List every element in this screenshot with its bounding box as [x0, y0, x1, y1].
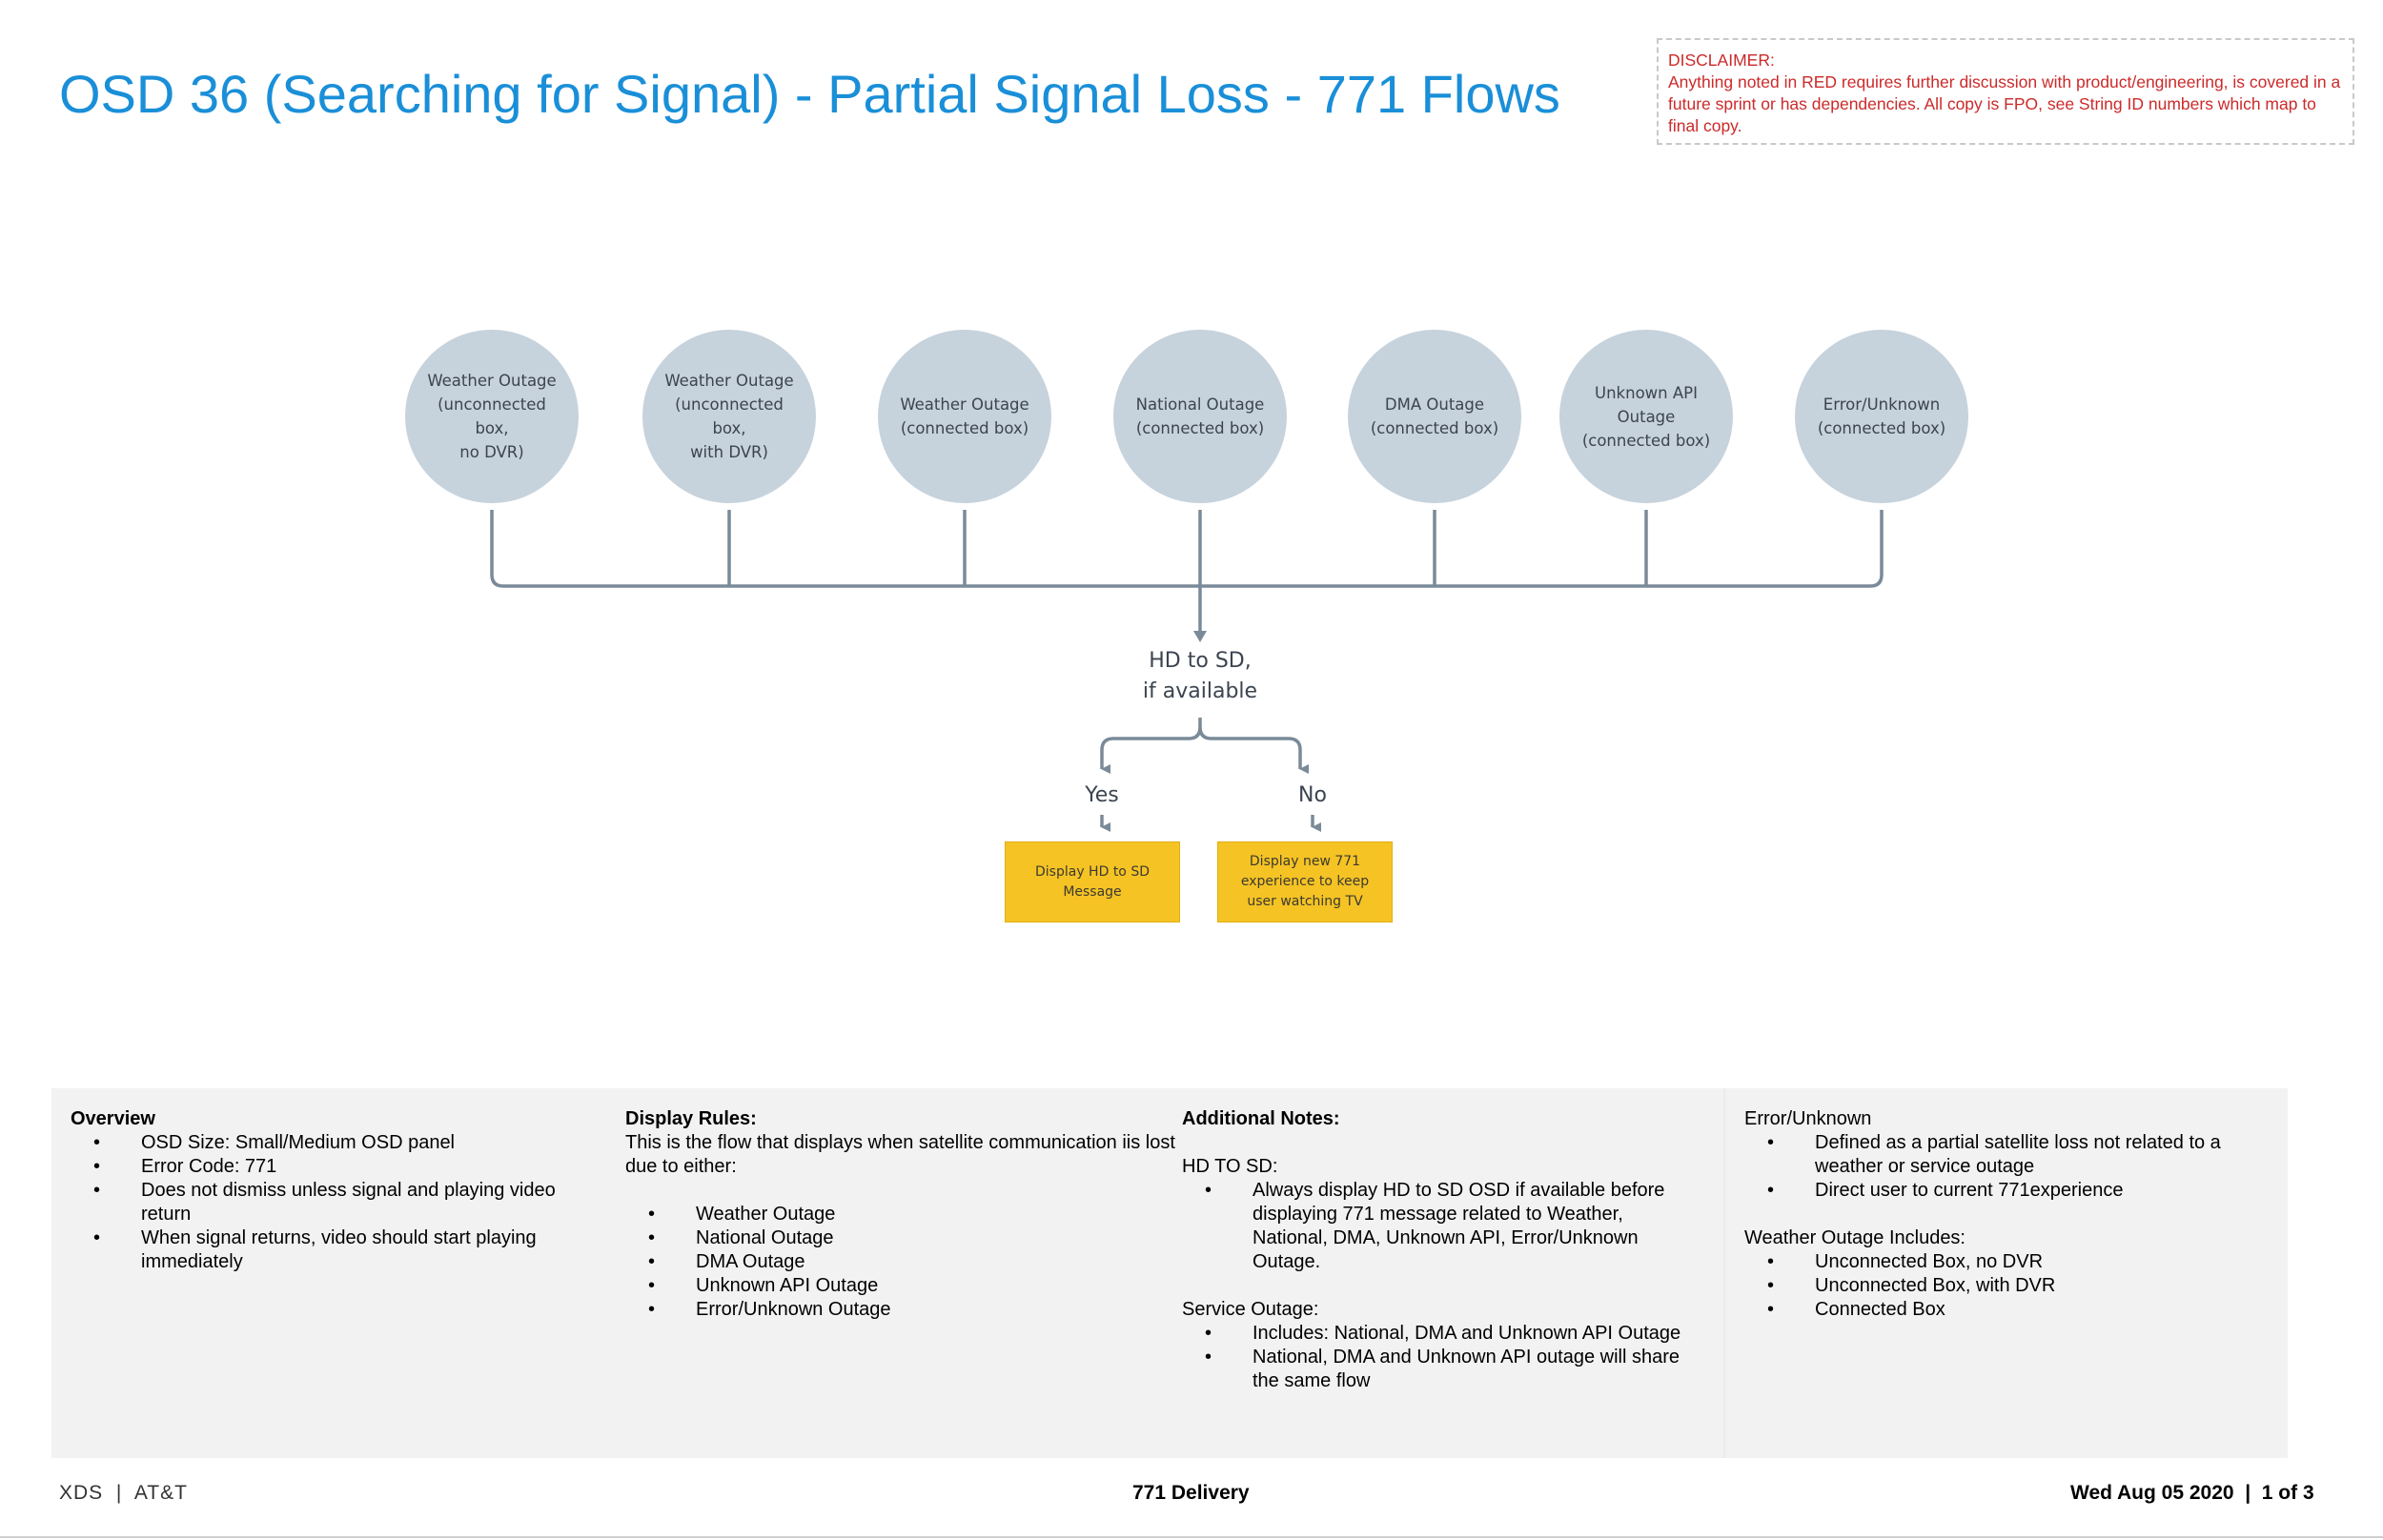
list-item: Does not dismiss unless signal and playi… [93, 1179, 585, 1226]
overview-list: OSD Size: Small/Medium OSD panel Error C… [71, 1131, 585, 1274]
spacer [1182, 1274, 1697, 1298]
footer-right: Wed Aug 05 2020 | 1 of 3 [2070, 1482, 2314, 1504]
list-item: OSD Size: Small/Medium OSD panel [93, 1131, 585, 1155]
hd-to-sd-list: Always display HD to SD OSD if available… [1182, 1179, 1697, 1274]
node-weather-outage-unconnected-no-dvr: Weather Outage (unconnected box, no DVR) [405, 330, 579, 503]
error-unknown-column: Error/Unknown Defined as a partial satel… [1744, 1107, 2278, 1322]
hd-to-sd-heading: HD TO SD: [1182, 1156, 1278, 1177]
list-item: Error Code: 771 [93, 1155, 585, 1179]
display-rules-heading: Display Rules: [625, 1108, 757, 1129]
list-item: When signal returns, video should start … [93, 1226, 585, 1274]
node-weather-outage-connected: Weather Outage (connected box) [878, 330, 1051, 503]
node-national-outage: National Outage (connected box) [1113, 330, 1287, 503]
result-display-hd-to-sd: Display HD to SD Message [1005, 841, 1180, 922]
list-item: Includes: National, DMA and Unknown API … [1205, 1322, 1697, 1346]
node-weather-outage-unconnected-with-dvr: Weather Outage (unconnected box, with DV… [642, 330, 816, 503]
yes-label: Yes [1085, 783, 1119, 807]
spacer [1744, 1203, 2278, 1226]
additional-notes-column: Additional Notes: HD TO SD: Always displ… [1182, 1107, 1697, 1393]
source-connectors [490, 510, 1884, 631]
footer-center: 771 Delivery [1132, 1482, 1250, 1504]
footer-left: XDS | AT&T [59, 1482, 188, 1504]
additional-notes-heading: Additional Notes: [1182, 1108, 1340, 1129]
page-title: OSD 36 (Searching for Signal) - Partial … [59, 64, 1560, 124]
list-item: Unconnected Box, with DVR [1767, 1274, 2278, 1298]
column-separator [1723, 1088, 1725, 1458]
display-rules-intro: This is the flow that displays when sate… [625, 1132, 1175, 1177]
weather-outage-includes-heading: Weather Outage Includes: [1744, 1227, 1965, 1248]
list-item: National Outage [648, 1226, 1197, 1250]
error-unknown-list: Defined as a partial satellite loss not … [1744, 1131, 2278, 1203]
list-item: Unconnected Box, no DVR [1767, 1250, 2278, 1274]
node-dma-outage: DMA Outage (connected box) [1348, 330, 1521, 503]
list-item: Direct user to current 771experience [1767, 1179, 2278, 1203]
spacer [1182, 1131, 1697, 1155]
weather-outage-includes-list: Unconnected Box, no DVR Unconnected Box,… [1744, 1250, 2278, 1322]
flow-diagram: Weather Outage (unconnected box, no DVR)… [405, 330, 1968, 922]
no-label: No [1298, 783, 1327, 807]
decision-hd-to-sd: HD to SD, if available [1142, 649, 1258, 703]
display-rules-column: Display Rules: This is the flow that dis… [625, 1107, 1197, 1322]
footer-rule [0, 1536, 2383, 1538]
service-outage-heading: Service Outage: [1182, 1299, 1319, 1320]
node-error-unknown: Error/Unknown (connected box) [1795, 330, 1968, 503]
service-outage-list: Includes: National, DMA and Unknown API … [1182, 1322, 1697, 1393]
list-item: Defined as a partial satellite loss not … [1767, 1131, 2278, 1179]
list-item: Always display HD to SD OSD if available… [1205, 1179, 1697, 1274]
spacer [625, 1179, 1197, 1203]
decision-connectors [1100, 718, 1321, 832]
result-display-771-experience: Display new 771 experience to keep user … [1217, 841, 1393, 922]
list-item: Unknown API Outage [648, 1274, 1197, 1298]
list-item: Connected Box [1767, 1298, 2278, 1322]
disclaimer-box: DISCLAIMER: Anything noted in RED requir… [1657, 38, 2354, 145]
notes-panel: Overview OSD Size: Small/Medium OSD pane… [51, 1088, 2288, 1458]
node-unknown-api-outage: Unknown API Outage (connected box) [1559, 330, 1733, 503]
disclaimer-body: Anything noted in RED requires further d… [1668, 72, 2341, 135]
list-item: Error/Unknown Outage [648, 1298, 1197, 1322]
list-item: DMA Outage [648, 1250, 1197, 1274]
flow-connectors [490, 510, 1884, 832]
overview-column: Overview OSD Size: Small/Medium OSD pane… [71, 1107, 585, 1274]
disclaimer-heading: DISCLAIMER: [1668, 51, 1775, 70]
overview-heading: Overview [71, 1108, 155, 1129]
list-item: National, DMA and Unknown API outage wil… [1205, 1346, 1697, 1393]
error-unknown-heading: Error/Unknown [1744, 1108, 1872, 1129]
list-item: Weather Outage [648, 1203, 1197, 1226]
display-rules-list: Weather Outage National Outage DMA Outag… [625, 1203, 1197, 1322]
